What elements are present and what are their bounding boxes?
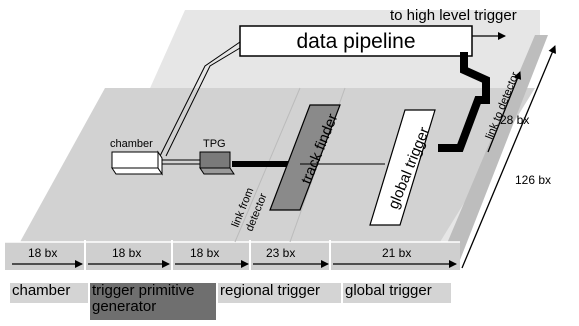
stage-trigger-primitive-generator: trigger primitive generator <box>90 283 216 320</box>
link-to-detector <box>438 52 490 152</box>
chamber-box <box>111 151 159 169</box>
latency-label-seg2: 18 bx <box>112 246 141 260</box>
latency-label-total: 126 bx <box>515 173 551 187</box>
tpg-label: TPG <box>203 138 226 150</box>
latency-label-short: 28 bx <box>500 113 529 127</box>
latency-arrow-total <box>461 45 556 269</box>
latency-label-seg1: 18 bx <box>28 246 57 260</box>
data-line <box>165 47 241 157</box>
latency-label-seg5: 21 bx <box>382 246 411 260</box>
track-finder-box <box>269 104 341 211</box>
data-pipeline-label: data pipeline <box>296 30 415 53</box>
stage-regional-trigger: regional trigger <box>218 283 341 303</box>
global-trigger-box <box>369 109 436 226</box>
stage-global-trigger: global trigger <box>343 283 451 303</box>
data-pipeline-box <box>239 25 473 57</box>
data-line <box>159 41 241 157</box>
platform-side <box>440 35 548 260</box>
latency-arrow-short <box>487 71 522 153</box>
latency-label-seg4: 23 bx <box>266 246 295 260</box>
chamber-label: chamber <box>110 138 153 150</box>
tpg-box <box>199 151 231 169</box>
stage-chamber: chamber <box>10 283 88 303</box>
high-level-trigger-label: to high level trigger <box>390 7 517 24</box>
latency-label-seg3: 18 bx <box>190 246 219 260</box>
